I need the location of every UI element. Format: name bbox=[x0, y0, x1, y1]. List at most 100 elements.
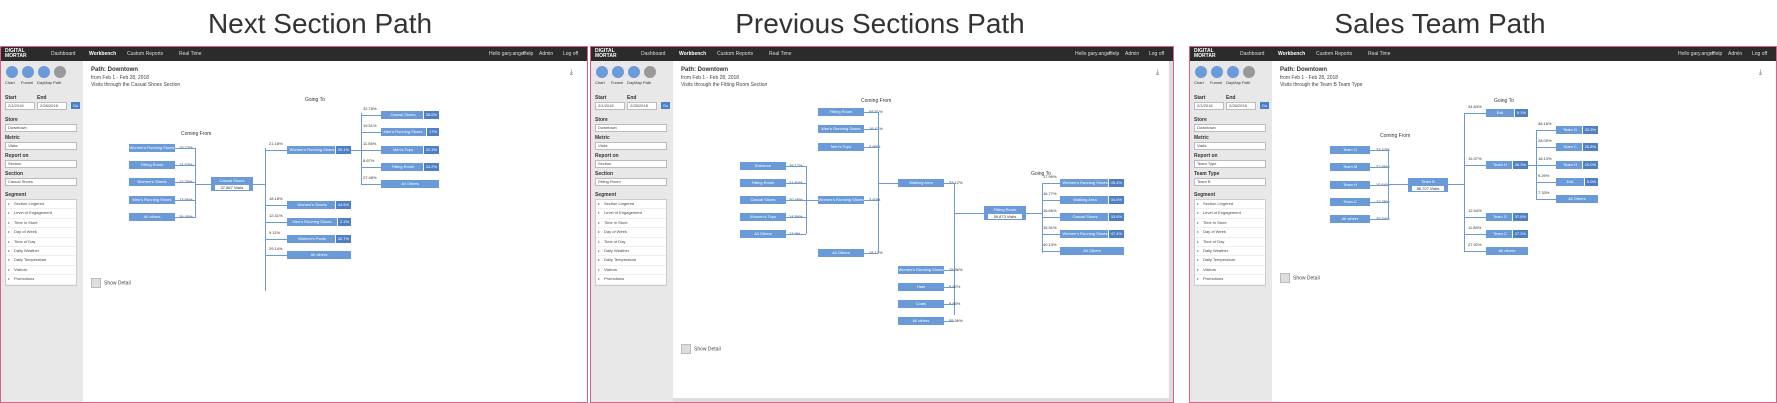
segment-item[interactable]: Time of Day bbox=[1195, 238, 1265, 247]
chart-tool-icon[interactable] bbox=[1195, 66, 1207, 78]
segment-item[interactable]: Daily Weather bbox=[6, 247, 76, 257]
vertical-scrollbar[interactable] bbox=[1169, 61, 1173, 402]
report_on-select[interactable]: Section bbox=[5, 160, 77, 168]
start-date-input[interactable]: 2/1/2018 bbox=[595, 102, 625, 110]
segment-item[interactable]: Section Lingered bbox=[1195, 200, 1265, 210]
store-select[interactable]: Downtown bbox=[595, 124, 667, 132]
nav-workbench[interactable]: Workbench bbox=[679, 51, 707, 57]
download-icon[interactable]: ⤓ bbox=[569, 69, 573, 76]
segment-item[interactable]: Time in Store bbox=[596, 219, 666, 229]
path-node[interactable]: Casual Shoes bbox=[740, 196, 786, 204]
path-tool-icon[interactable] bbox=[1243, 66, 1255, 78]
path-node[interactable]: Coats bbox=[898, 300, 944, 308]
path-tool-icon[interactable] bbox=[54, 66, 66, 78]
nav-custom-reports[interactable]: Custom Reports bbox=[717, 51, 754, 57]
end-date-input[interactable]: 2/28/2018 bbox=[627, 102, 657, 110]
report_on-select[interactable]: Team Type bbox=[1194, 160, 1266, 168]
nav-right-3[interactable]: Log off bbox=[1149, 51, 1165, 57]
start-date-input[interactable]: 2/1/2018 bbox=[5, 102, 35, 110]
download-icon[interactable]: ⤓ bbox=[1758, 69, 1762, 76]
segment-item[interactable]: Day of Week bbox=[6, 228, 76, 238]
nav-right-2[interactable]: Admin bbox=[539, 51, 554, 57]
segment-item[interactable]: Daily Weather bbox=[1195, 247, 1265, 257]
path-node[interactable]: All Others bbox=[740, 230, 786, 238]
path-node[interactable]: Team H bbox=[1330, 181, 1370, 189]
filter-select[interactable]: Casual Shoes bbox=[5, 178, 77, 186]
path-node[interactable]: Women's Tops bbox=[740, 213, 786, 221]
segment-item[interactable]: Daily Temperature bbox=[6, 256, 76, 266]
store-select[interactable]: Downtown bbox=[5, 124, 77, 132]
segment-item[interactable]: Promotions bbox=[1195, 275, 1265, 285]
nav-custom-reports[interactable]: Custom Reports bbox=[1316, 51, 1353, 57]
path-node[interactable]: Men's Running Shoes bbox=[129, 196, 175, 204]
segment-item[interactable]: Promotions bbox=[6, 275, 76, 285]
segment-item[interactable]: Section Lingered bbox=[6, 200, 76, 210]
nav-custom-reports[interactable]: Custom Reports bbox=[127, 51, 164, 57]
nav-right-1[interactable]: Help bbox=[1109, 51, 1120, 57]
path-tool-icon[interactable] bbox=[644, 66, 656, 78]
show-detail-toggle[interactable]: Show Detail bbox=[681, 344, 721, 354]
daymap-tool-icon[interactable] bbox=[38, 66, 50, 78]
path-node[interactable]: All others bbox=[1486, 247, 1528, 255]
nav-dashboard[interactable]: Dashboard bbox=[641, 51, 666, 57]
segment-item[interactable]: Level of Engagement bbox=[1195, 209, 1265, 219]
nav-dashboard[interactable]: Dashboard bbox=[51, 51, 76, 57]
segment-item[interactable]: Promotions bbox=[596, 275, 666, 285]
daymap-tool-icon[interactable] bbox=[1227, 66, 1239, 78]
segment-item[interactable]: Daily Temperature bbox=[596, 256, 666, 266]
chart-tool-icon[interactable] bbox=[596, 66, 608, 78]
funnel-tool-icon[interactable] bbox=[612, 66, 624, 78]
segment-item[interactable]: Level of Engagement bbox=[596, 209, 666, 219]
nav-right-2[interactable]: Admin bbox=[1125, 51, 1140, 57]
path-node[interactable]: Women's Running Shoes bbox=[129, 144, 175, 152]
path-node[interactable]: All others bbox=[129, 213, 175, 221]
segment-item[interactable]: Time in Store bbox=[1195, 219, 1265, 229]
path-node[interactable]: Team M bbox=[1330, 163, 1370, 171]
nav-right-1[interactable]: Help bbox=[1712, 51, 1723, 57]
metric-select[interactable]: Visits bbox=[595, 142, 667, 150]
nav-right-3[interactable]: Log off bbox=[563, 51, 579, 57]
path-node[interactable]: Hats bbox=[898, 283, 944, 291]
segment-item[interactable]: Time of Day bbox=[596, 238, 666, 247]
filter-select[interactable]: Team B bbox=[1194, 178, 1266, 186]
segment-item[interactable]: Level of Engagement bbox=[6, 209, 76, 219]
go-button[interactable]: Go bbox=[1260, 102, 1269, 109]
segment-item[interactable]: Daily Weather bbox=[596, 247, 666, 257]
path-node[interactable]: Entrance bbox=[740, 162, 786, 170]
path-node[interactable]: Men's Tops bbox=[818, 143, 864, 151]
path-node[interactable]: All others bbox=[287, 251, 351, 259]
funnel-tool-icon[interactable] bbox=[22, 66, 34, 78]
path-node[interactable]: Team C bbox=[1330, 198, 1370, 206]
path-node[interactable]: All Others bbox=[381, 180, 439, 188]
path-node[interactable]: Fitting Room bbox=[818, 108, 864, 116]
nav-right-3[interactable]: Log off bbox=[1752, 51, 1768, 57]
path-node[interactable]: Men's Running Shoes bbox=[818, 125, 864, 133]
end-date-input[interactable]: 2/28/2018 bbox=[1226, 102, 1256, 110]
segment-item[interactable]: Visitors bbox=[1195, 266, 1265, 276]
path-node[interactable]: Fitting Room bbox=[129, 161, 175, 169]
funnel-tool-icon[interactable] bbox=[1211, 66, 1223, 78]
